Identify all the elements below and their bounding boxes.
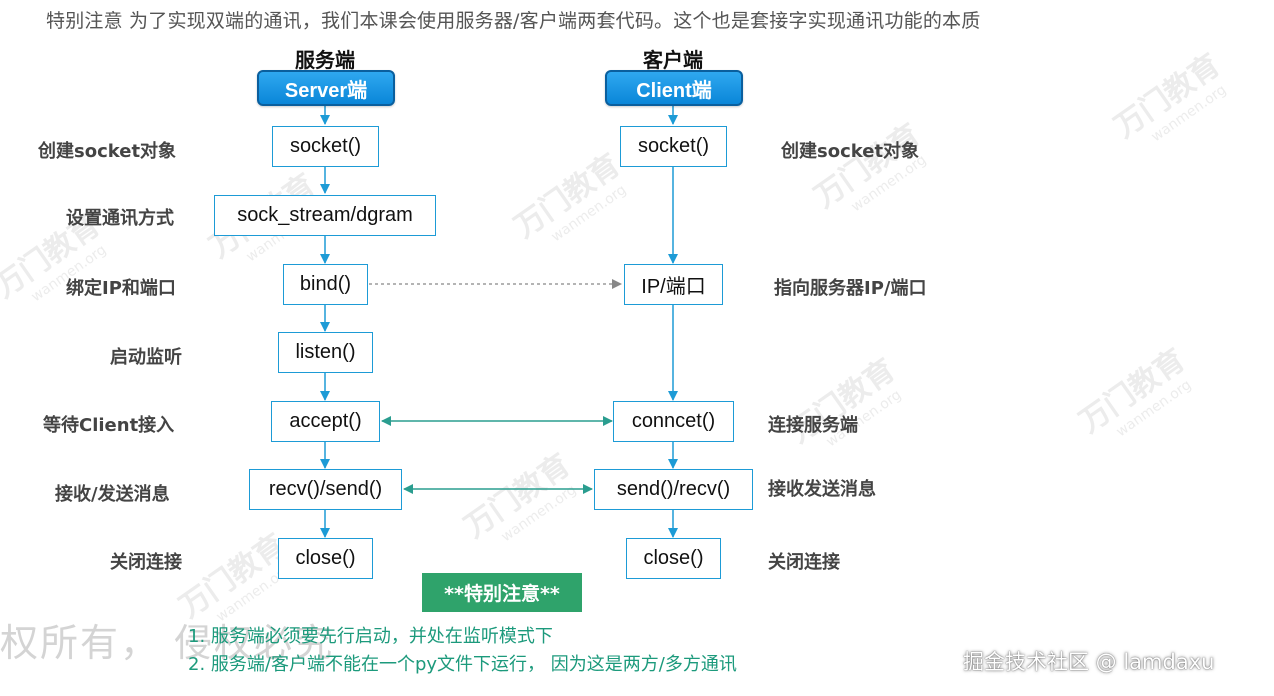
server-label-wait: 等待Client接入 (43, 415, 175, 436)
server-step-close: close() (278, 538, 373, 579)
client-label-target: 指向服务器IP/端口 (774, 278, 927, 299)
server-step-accept: accept() (271, 401, 380, 442)
server-step-socket: socket() (272, 126, 379, 167)
note-line-2: 2. 服务端/客户端不能在一个py文件下运行， 因为这是两方/多方通讯 (188, 654, 737, 675)
client-pill: Client端 (605, 70, 743, 106)
client-label-create: 创建socket对象 (781, 141, 920, 162)
client-step-socket: socket() (620, 126, 727, 167)
server-step-recv-send: recv()/send() (249, 469, 402, 510)
client-step-send-recv: send()/recv() (594, 469, 753, 510)
client-label-recv-send: 接收发送消息 (768, 479, 876, 500)
client-label-connect: 连接服务端 (768, 415, 858, 436)
server-label-listen: 启动监听 (110, 347, 182, 368)
server-step-bind: bind() (283, 264, 368, 305)
intro-text: 特别注意 为了实现双端的通讯，我们本课会使用服务器/客户端两套代码。这个也是套接… (46, 10, 981, 32)
server-step-listen: listen() (278, 332, 373, 373)
server-pill: Server端 (257, 70, 395, 106)
server-label-create: 创建socket对象 (38, 141, 177, 162)
client-step-connect: conncet() (613, 401, 734, 442)
client-label-close: 关闭连接 (768, 552, 840, 573)
server-label-recv-send: 接收/发送消息 (55, 484, 170, 505)
client-title: 客户端 (643, 48, 703, 72)
server-step-sock-stream: sock_stream/dgram (214, 195, 436, 236)
footer-watermark: 掘金技术社区 @ lamdaxu (963, 650, 1215, 674)
server-label-mode: 设置通讯方式 (66, 208, 174, 229)
server-label-close: 关闭连接 (110, 552, 182, 573)
server-title: 服务端 (295, 48, 355, 72)
note-line-1: 1. 服务端必须要先行启动，并处在监听模式下 (188, 626, 553, 647)
server-label-bind: 绑定IP和端口 (66, 278, 176, 299)
copyright-watermark: 权所有， 侵权必究 (0, 621, 335, 665)
client-step-close: close() (626, 538, 721, 579)
client-step-ip-port: IP/端口 (624, 264, 723, 305)
note-title: **特别注意** (422, 573, 582, 612)
